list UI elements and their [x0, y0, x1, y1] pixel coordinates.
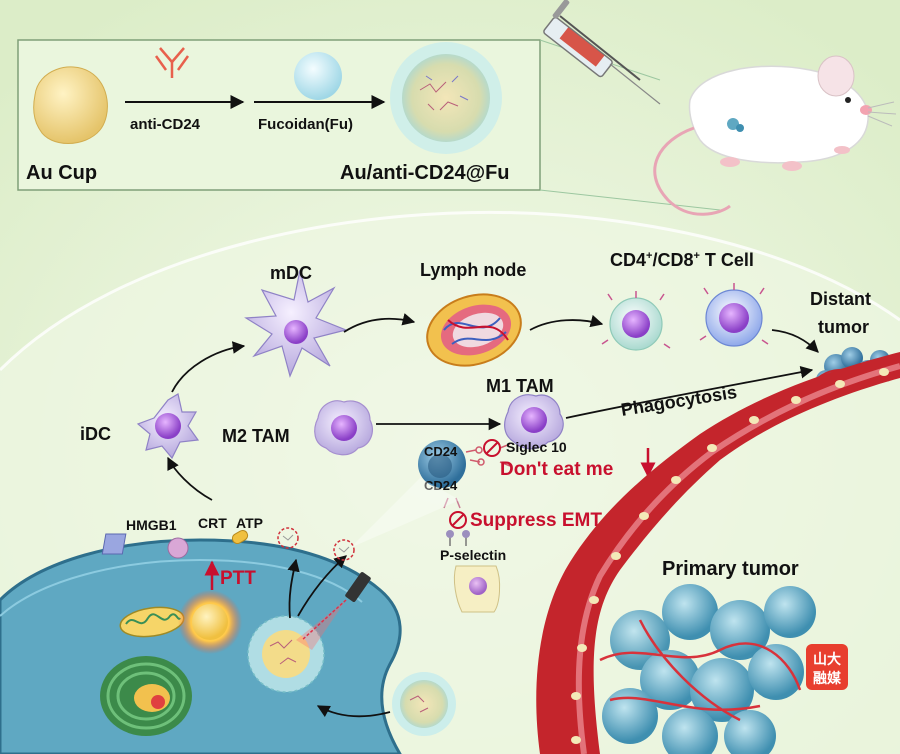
svg-text:山大: 山大	[813, 651, 841, 667]
crt-label: CRT	[198, 515, 227, 531]
arrow-mdc-to-lymph	[343, 313, 416, 333]
cd24-label-b: CD24	[424, 478, 458, 493]
lymph-node-label: Lymph node	[420, 260, 526, 280]
synthesis-panel: Au Cup anti-CD24 Fucoidan(Fu) Au/anti-CD…	[17, 39, 721, 211]
arrow-uptake	[316, 705, 391, 718]
mdc-cell	[244, 269, 348, 378]
suppress-emt-label: Suppress EMT	[470, 510, 602, 531]
damp-dashed-circle-2	[333, 539, 355, 561]
fucoidan-label: Fucoidan(Fu)	[258, 116, 353, 133]
distant-tumor-label-2: tumor	[818, 317, 869, 337]
laser-icon	[296, 572, 371, 650]
arrow-to-dashed-circle	[287, 558, 300, 619]
internalized-nanoparticle	[247, 615, 325, 693]
blood-vessel	[536, 352, 900, 754]
primary-tumor-label: Primary tumor	[662, 558, 799, 580]
au-cup-label: Au Cup	[26, 162, 97, 184]
t-cell-cd4	[601, 291, 671, 351]
crt-molecule	[101, 533, 127, 555]
au-cup-particle	[33, 66, 108, 144]
golgi-apparatus	[100, 656, 192, 736]
endothelial-cell	[453, 565, 501, 613]
arrow-tcell-to-tumor	[771, 329, 819, 353]
product-label: Au/anti-CD24@Fu	[340, 162, 510, 184]
antibody-icon	[154, 47, 190, 78]
block-icon-siglec	[483, 439, 501, 457]
heated-nanoparticle	[178, 590, 242, 654]
atp-molecule	[231, 530, 249, 544]
arrow-tumor-to-idc	[167, 456, 213, 501]
lymph-node	[426, 293, 522, 367]
cd24-siglec-interaction	[465, 443, 511, 467]
antibody-label: anti-CD24	[130, 116, 201, 133]
siglec10-label: Siglec 10	[506, 439, 567, 455]
arrow-idc-to-mdc	[171, 341, 246, 393]
mdc-label: mDC	[270, 263, 312, 283]
m1-tam-cell	[504, 394, 564, 450]
idc-cell	[136, 393, 200, 460]
svg-text:融媒: 融媒	[813, 670, 842, 686]
dont-eat-me-label: Don't eat me	[500, 459, 613, 480]
p-selectin-label: P-selectin	[440, 547, 506, 563]
p-selectin-receptors	[446, 530, 470, 546]
m1-tam-label: M1 TAM	[486, 376, 554, 396]
syringe-icon	[543, 0, 661, 105]
mouse-illustration	[653, 55, 897, 216]
product-nanoparticle	[390, 42, 502, 154]
idc-label: iDC	[80, 424, 111, 444]
m2-tam-cell	[314, 400, 373, 456]
atp-label: ATP	[236, 515, 263, 531]
watermark-logo: 山大 融媒	[806, 644, 848, 690]
incoming-nanoparticle	[392, 672, 456, 736]
t-cell-label: CD4+/CD8+ T Cell	[610, 250, 754, 270]
hmgb1-molecule	[167, 537, 189, 559]
block-icon-emt	[449, 511, 467, 529]
arrow-lymph-to-tcell	[529, 314, 604, 331]
ptt-label: PTT	[220, 568, 256, 589]
fucoidan-particle	[294, 52, 342, 100]
arrow-phagocytosis	[565, 365, 814, 419]
distant-tumor-label-1: Distant	[810, 289, 871, 309]
m2-tam-label: M2 TAM	[222, 426, 290, 446]
arrow-to-dashed-circle-2	[297, 555, 347, 617]
cd24-label-a: CD24	[424, 444, 458, 459]
t-cell-cd8	[699, 283, 769, 347]
primary-tumor	[599, 584, 816, 754]
hmgb1-label: HMGB1	[126, 517, 177, 533]
damp-dashed-circle-1	[277, 527, 299, 549]
tumor-cell-cd24	[418, 440, 466, 488]
